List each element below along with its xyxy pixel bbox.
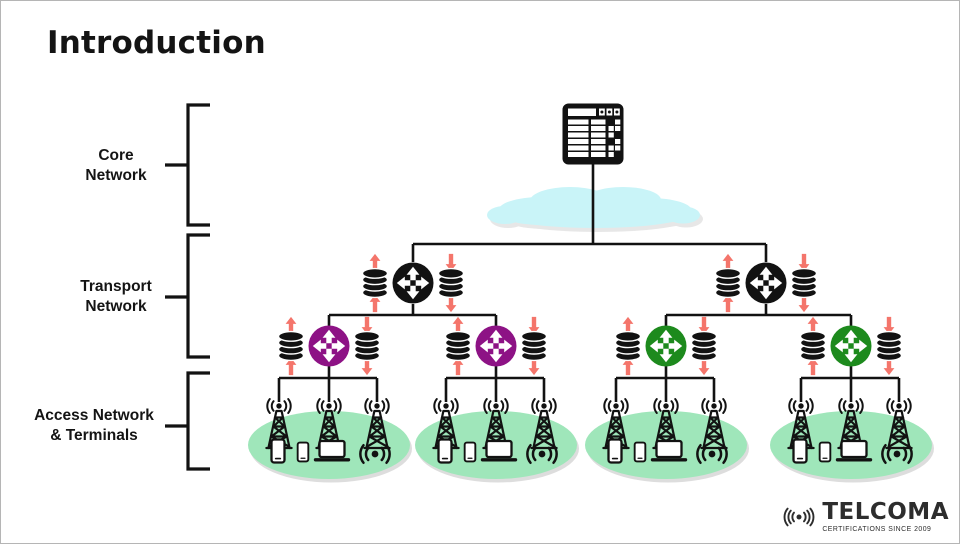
brand-logo: TELCOMA CERTIFICATIONS SINCE 2009 [779, 499, 949, 535]
disk-stack-up-icon [279, 317, 304, 375]
access-cell-3 [585, 399, 749, 483]
router-green-1-icon [646, 326, 687, 367]
tier1-bus [411, 242, 768, 262]
disk-stack-up-icon [716, 254, 741, 312]
backbone-cloud [487, 187, 703, 232]
disk-stack-up-icon [616, 317, 641, 375]
router-purple-1-icon [309, 326, 350, 367]
disk-stack-down-icon [522, 317, 547, 375]
router-purple-2-icon [476, 326, 517, 367]
access-bus-4 [799, 366, 901, 402]
layer-label-core: Core Network [85, 147, 147, 185]
page-title: Introduction [47, 25, 266, 61]
disk-stack-down-icon [692, 317, 717, 375]
disk-stack-up-icon [446, 317, 471, 375]
disk-stack-up-icon [363, 254, 388, 312]
disk-stack-down-icon [355, 317, 380, 375]
disk-stack-down-icon [439, 254, 464, 312]
access-cells [248, 399, 934, 483]
bracket-access [165, 371, 210, 471]
router-black-right-icon [746, 263, 787, 304]
brand-tagline: CERTIFICATIONS SINCE 2009 [822, 526, 932, 533]
layer-label-access: Access Network & Terminals [34, 407, 154, 445]
layer-brackets [165, 103, 210, 471]
access-bus-3 [614, 366, 716, 402]
radio-waves-icon [783, 507, 815, 527]
tier1-routers [363, 254, 817, 312]
access-cell-4 [770, 399, 934, 483]
brand-name: TELCOMA [822, 499, 949, 525]
tier2-bus-right [664, 304, 853, 326]
connection-lines [277, 164, 901, 402]
mainframe-switch-icon [562, 103, 624, 165]
tier2-bus-left [327, 304, 498, 326]
router-black-left-icon [393, 263, 434, 304]
disk-stack-down-icon [792, 254, 817, 312]
access-bus-1 [277, 366, 379, 402]
bracket-core [165, 103, 210, 227]
layer-label-transport: Transport Network [80, 278, 152, 316]
tier2-routers [279, 317, 902, 375]
access-cell-1 [248, 399, 412, 483]
access-bus-2 [444, 366, 546, 402]
access-cell-2 [415, 399, 579, 483]
bracket-transport [165, 233, 210, 359]
disk-stack-up-icon [801, 317, 826, 375]
disk-stack-down-icon [877, 317, 902, 375]
router-green-2-icon [831, 326, 872, 367]
